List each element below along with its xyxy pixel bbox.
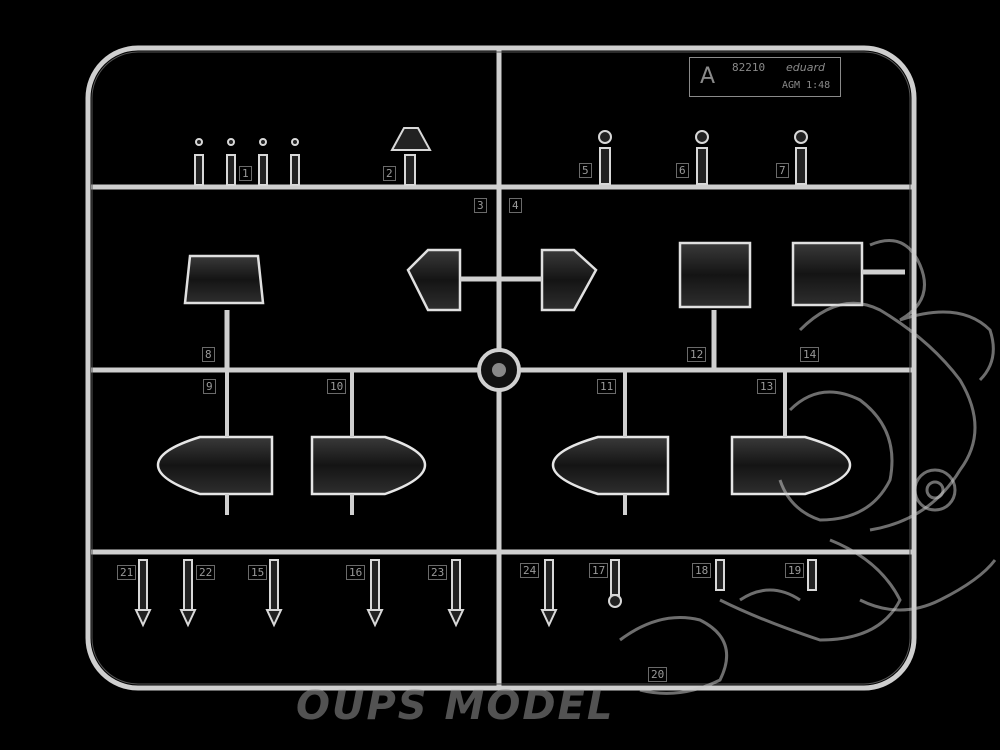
- tag-scale: AGM 1:48: [782, 80, 831, 91]
- sprue-frame: [85, 45, 917, 691]
- part-number: 21: [117, 565, 137, 580]
- part-number: 8: [202, 347, 215, 362]
- part-number: 4: [509, 198, 522, 213]
- watermark-text: OUPS MODEL: [296, 683, 615, 729]
- part-number: 18: [692, 563, 712, 578]
- part-number: 11: [597, 379, 617, 394]
- part-number: 7: [776, 163, 789, 178]
- middle-row-runners: [224, 235, 905, 368]
- part-number: 2: [383, 166, 396, 181]
- part-number: 3: [474, 198, 487, 213]
- bottom-row-parts: [134, 559, 817, 628]
- part-number: 6: [676, 163, 689, 178]
- part-number: 17: [589, 563, 609, 578]
- part-number: 22: [196, 565, 216, 580]
- tag-letter: A: [700, 64, 716, 89]
- middle-row-parts: [183, 241, 864, 312]
- watermark-dragon: [619, 239, 997, 695]
- part-number: 5: [579, 163, 592, 178]
- canopy-runners: [225, 372, 787, 515]
- canopy-parts: [156, 435, 852, 496]
- part-number: 20: [648, 667, 668, 682]
- part-number: 14: [800, 347, 820, 362]
- sprue-tag: A 82210 eduard AGM 1:48: [689, 57, 841, 97]
- part-number: 9: [203, 379, 216, 394]
- tag-brand: eduard: [786, 61, 825, 74]
- part-number: 15: [248, 565, 268, 580]
- part-number: 10: [327, 379, 347, 394]
- part-number: 12: [687, 347, 707, 362]
- part-number: 24: [520, 563, 540, 578]
- part-number: 23: [428, 565, 448, 580]
- top-row-parts: [194, 127, 808, 186]
- part-number: 19: [785, 563, 805, 578]
- part-number: 13: [757, 379, 777, 394]
- tag-code: 82210: [732, 61, 766, 74]
- part-number: 16: [346, 565, 366, 580]
- part-number: 1: [239, 166, 252, 181]
- sprue-frame-highlight: [91, 51, 911, 685]
